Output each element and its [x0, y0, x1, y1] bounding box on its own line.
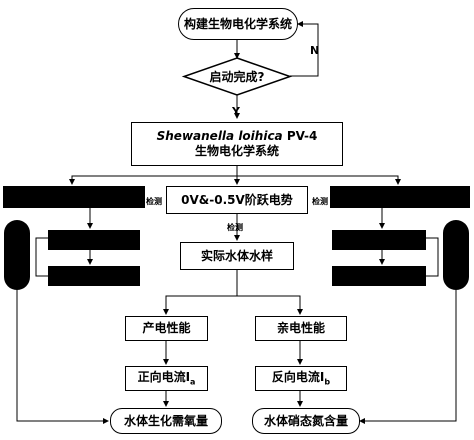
right-box-1 — [332, 230, 426, 250]
build-system-label: 构建生物电化学系统 — [183, 16, 292, 31]
step-potential-label: 0V&-0.5V阶跃电势 — [181, 192, 293, 207]
right-vertical-pill — [443, 220, 469, 290]
bes-line1: Shewanella loihica PV-4 — [157, 129, 318, 144]
forward-current-label: 正向电流Ia — [137, 369, 196, 387]
detect-label-center: 检测 — [227, 223, 243, 232]
forward-current-node: 正向电流Ia — [125, 366, 208, 391]
bes-line2: 生物电化学系统 — [194, 144, 279, 158]
cathodic-performance-node: 亲电性能 — [255, 316, 347, 341]
bes-node: Shewanella loihica PV-4 生物电化学系统 — [131, 122, 343, 166]
water-sample-node: 实际水体水样 — [180, 242, 294, 270]
anodic-performance-node: 产电性能 — [125, 316, 208, 341]
decision-label: 启动完成? — [210, 69, 265, 84]
decision-diamond — [181, 57, 293, 96]
right-top-bar — [330, 186, 470, 208]
anodic-performance-label: 产电性能 — [142, 321, 191, 335]
nitrate-label: 水体硝态氮含量 — [263, 413, 348, 428]
yes-label: Y — [232, 105, 240, 118]
bes-strain: PV-4 — [282, 129, 318, 143]
left-box-1 — [48, 230, 140, 250]
no-label: N — [310, 44, 320, 57]
left-vertical-pill — [4, 220, 30, 290]
bes-species: Shewanella loihica — [156, 129, 283, 143]
left-box-2 — [48, 266, 140, 286]
nitrate-node: 水体硝态氮含量 — [252, 408, 360, 434]
left-top-bar — [3, 186, 145, 208]
reverse-current-node: 反向电流Ib — [255, 366, 347, 391]
reverse-current-label: 反向电流Ib — [271, 369, 331, 387]
build-system-node: 构建生物电化学系统 — [178, 8, 298, 40]
step-potential-node: 0V&-0.5V阶跃电势 — [166, 186, 308, 214]
water-sample-label: 实际水体水样 — [200, 248, 273, 263]
cathodic-performance-label: 亲电性能 — [276, 321, 325, 335]
bod-node: 水体生化需氧量 — [110, 408, 222, 434]
right-box-2 — [332, 266, 426, 286]
detect-label-right: 检测 — [312, 197, 328, 206]
bod-label: 水体生化需氧量 — [123, 413, 208, 428]
detect-label-left: 检测 — [146, 197, 162, 206]
